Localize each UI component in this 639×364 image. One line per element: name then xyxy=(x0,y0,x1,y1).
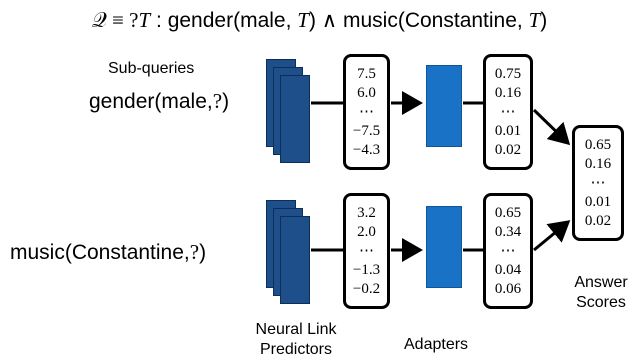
formula-prefix: 𝒬 ≡ ? xyxy=(91,8,139,32)
adapter-block-2 xyxy=(426,206,462,288)
arrow-to-answer-2 xyxy=(533,220,571,252)
predictor-sheet xyxy=(280,216,310,304)
score-value: −0.2 xyxy=(352,280,381,297)
score-ellipsis: ⋯ xyxy=(359,242,374,259)
formula-close: ) xyxy=(540,9,548,32)
score-value: 2.0 xyxy=(357,223,376,240)
score-value: 0.01 xyxy=(584,193,612,210)
score-value: −4.3 xyxy=(352,141,381,158)
formula-var-1: T xyxy=(138,8,151,32)
score-value: 6.0 xyxy=(357,84,376,101)
score-value: 0.04 xyxy=(494,261,522,278)
predictor-score-vector-1: 7.5 6.0 ⋯ −7.5 −4.3 xyxy=(343,54,390,170)
score-value: 0.16 xyxy=(584,155,612,172)
formula-atom-1: gender(male, xyxy=(167,9,298,32)
subquery-music-text: music(Constantine, xyxy=(10,241,190,264)
score-ellipsis: ⋯ xyxy=(590,174,606,191)
score-value: 0.34 xyxy=(494,223,522,240)
score-value: −7.5 xyxy=(352,122,381,139)
formula-sep: : xyxy=(150,9,168,32)
score-value: 0.06 xyxy=(494,280,522,297)
neural-link-label-line1: Neural Link xyxy=(255,321,337,338)
neural-link-predictors-label: Neural Link Predictors xyxy=(241,320,351,360)
subquery-gender-close: ) xyxy=(222,90,230,113)
score-value: 0.01 xyxy=(494,122,522,139)
subquery-gender: gender(male,?) xyxy=(89,89,229,114)
score-value: −1.3 xyxy=(352,261,381,278)
score-value: 0.65 xyxy=(584,136,612,153)
subquery-gender-var: ? xyxy=(212,89,223,113)
score-ellipsis: ⋯ xyxy=(359,103,374,120)
query-formula: 𝒬 ≡ ?T : gender(male, T) ∧ music(Constan… xyxy=(0,8,639,33)
subqueries-label: Sub-queries xyxy=(108,60,195,77)
arrow-to-answer-1 xyxy=(532,108,571,146)
adapter-block-1 xyxy=(426,65,462,147)
adapters-label: Adapters xyxy=(404,336,469,353)
predictor-sheet xyxy=(280,75,310,163)
score-value: 0.16 xyxy=(494,84,522,101)
subquery-music: music(Constantine,?) xyxy=(10,240,206,265)
adapter-score-vector-2: 0.65 0.34 ⋯ 0.04 0.06 xyxy=(483,193,533,309)
subquery-music-close: ) xyxy=(199,241,207,264)
score-value: 0.65 xyxy=(494,204,522,221)
formula-atom-2: music(Constantine, xyxy=(343,9,529,32)
formula-var-2: T xyxy=(297,8,309,32)
score-value: 0.02 xyxy=(584,212,612,229)
score-value: 7.5 xyxy=(357,65,376,82)
formula-var-3: T xyxy=(528,8,541,32)
answer-label-line2: Scores xyxy=(576,294,626,311)
score-value: 0.02 xyxy=(494,141,522,158)
answer-label-line1: Answer xyxy=(574,274,628,291)
score-value: 0.75 xyxy=(494,65,522,82)
score-value: 3.2 xyxy=(357,204,376,221)
predictor-score-vector-2: 3.2 2.0 ⋯ −1.3 −0.2 xyxy=(343,193,390,309)
subquery-gender-text: gender(male, xyxy=(89,90,213,113)
formula-and: ) ∧ xyxy=(308,9,343,32)
score-ellipsis: ⋯ xyxy=(500,242,516,259)
score-ellipsis: ⋯ xyxy=(500,103,516,120)
neural-link-label-line2: Predictors xyxy=(259,341,333,358)
adapter-score-vector-1: 0.75 0.16 ⋯ 0.01 0.02 xyxy=(483,54,533,170)
answer-scores-label: Answer Scores xyxy=(566,273,636,313)
answer-score-vector: 0.65 0.16 ⋯ 0.01 0.02 xyxy=(572,125,624,241)
subquery-music-var: ? xyxy=(189,240,200,264)
